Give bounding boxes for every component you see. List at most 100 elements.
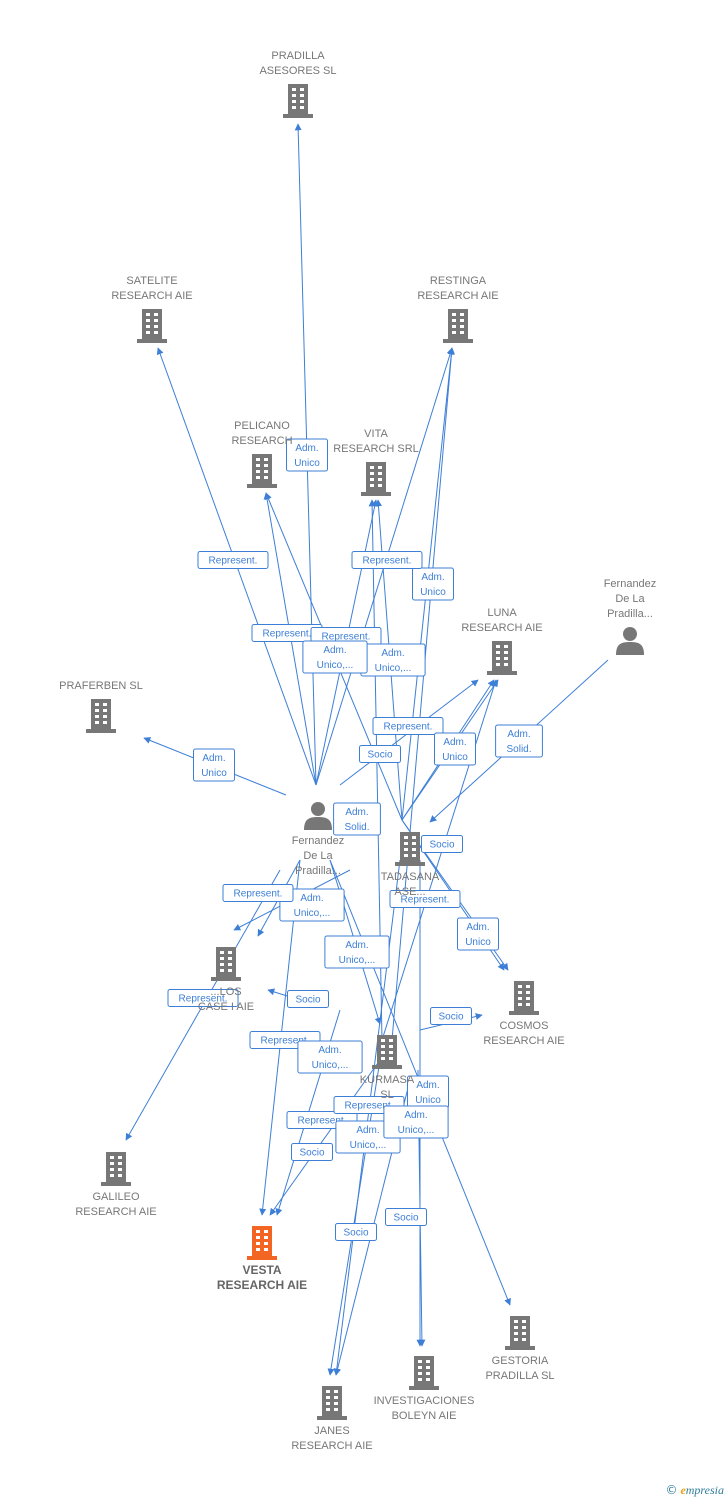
edge-label[interactable]: Adm.Solid. [333, 802, 381, 836]
edge-label-box [421, 835, 463, 853]
edge-label[interactable]: Represent. [251, 624, 323, 642]
building-icon [505, 1316, 535, 1350]
edge-label-text: Represent. [234, 889, 283, 900]
edge-label-box [287, 990, 329, 1008]
edge-label[interactable]: Represent. [167, 989, 239, 1007]
edge-label-box [302, 640, 368, 674]
node-label: RESEARCH AIE [461, 622, 542, 634]
node-label: RESEARCH AIE [417, 290, 498, 302]
node-label: RESEARCH [231, 435, 292, 447]
node-label: COSMOS [500, 1020, 549, 1032]
node-label: KURMASA [360, 1074, 415, 1086]
node-label: CASE I AIE [198, 1001, 254, 1013]
edge-label-text: Unico [442, 752, 468, 763]
node-label: JANES [314, 1425, 349, 1437]
edge-label-text: Socio [429, 840, 454, 851]
edge-label-box [359, 745, 401, 763]
edge-line [381, 679, 498, 1041]
edge-label-box [434, 732, 476, 766]
edge-label-box [291, 1143, 333, 1161]
building-icon [509, 981, 539, 1015]
node-carlos[interactable]: ...LOS CASE I AIE [198, 947, 254, 1013]
building-icon [317, 1386, 347, 1420]
edge-label[interactable]: Represent. [351, 551, 423, 569]
edge-label[interactable]: Adm.Unico,... [297, 1040, 363, 1074]
edge-label-text: Unico [294, 458, 320, 469]
edge-label-text: Unico,... [317, 660, 354, 671]
edge-label[interactable]: Adm.Unico [412, 567, 454, 601]
edge-label-text: Adm. [323, 645, 346, 656]
edge-label-text: Socio [438, 1012, 463, 1023]
edge-label[interactable]: Adm.Unico [193, 748, 235, 782]
node-praferben[interactable]: PRAFERBEN SL [59, 680, 143, 733]
edge-label[interactable]: Represent. [197, 551, 269, 569]
edge-label-text: Represent. [179, 994, 228, 1005]
edge-label-text: Adm. [318, 1045, 341, 1056]
edge-label[interactable]: Socio [430, 1007, 472, 1025]
edge-label-text: Adm. [416, 1080, 439, 1091]
edge-label-text: Socio [393, 1213, 418, 1224]
edge-label[interactable]: Socio [421, 835, 463, 853]
edge-label-text: Adm. [381, 648, 404, 659]
node-luna[interactable]: LUNA RESEARCH AIE [461, 607, 543, 675]
node-label: ASESORES SL [259, 65, 336, 77]
edge-label[interactable]: Adm.Unico,... [383, 1105, 449, 1139]
edge-label[interactable]: Socio [287, 990, 329, 1008]
edge-line [391, 347, 455, 1041]
edge-label[interactable]: Socio [359, 745, 401, 763]
edge-label[interactable]: Adm.Unico [286, 438, 328, 472]
node-label: De La [303, 850, 333, 862]
edge-label-box [430, 1007, 472, 1025]
edge-label[interactable]: Adm.Solid. [495, 724, 543, 758]
edge-label[interactable]: Adm. Unico,... [302, 640, 368, 674]
edge-label[interactable]: Adm.Unico,... [360, 643, 426, 677]
edge-label[interactable]: Adm.Unico [407, 1075, 449, 1109]
node-tadasana[interactable]: TADASANAASE... [381, 832, 440, 898]
edge-label-text: Represent. [263, 629, 312, 640]
edge-label-text: Represent. [401, 895, 450, 906]
edge-label[interactable]: Represent. [389, 890, 461, 908]
node-kurmasa[interactable]: KURMASA SL [360, 1035, 415, 1101]
edge-label-text: Socio [343, 1228, 368, 1239]
edge-label[interactable]: Adm.Unico,... [279, 888, 345, 922]
edge-label[interactable]: Adm. Unico [434, 732, 476, 766]
node-label: BOLEYN AIE [392, 1410, 457, 1422]
node-label: SL [380, 1089, 393, 1101]
edge-label[interactable]: Adm.Unico,... [324, 935, 390, 969]
edge-label-box [351, 551, 423, 569]
node-label: Fernandez [604, 578, 657, 590]
node-label: LUNA [487, 607, 517, 619]
edge-label-text: Unico [201, 768, 227, 779]
edge-label-box [383, 1105, 449, 1139]
edge-label[interactable]: Represent. [222, 884, 294, 902]
edge-label[interactable]: Socio [385, 1208, 427, 1226]
edge-label-box [279, 888, 345, 922]
building-icon [247, 1226, 277, 1260]
edge-label-text: Adm. [443, 737, 466, 748]
edge-label[interactable]: Adm.Unico [457, 917, 499, 951]
node-label: VESTA [242, 1263, 281, 1277]
edge-label[interactable]: Socio [335, 1223, 377, 1241]
edge-label[interactable]: Represent. [372, 717, 444, 735]
copyright-symbol: © [665, 1483, 678, 1497]
building-icon [101, 1152, 131, 1186]
edge-label[interactable]: Socio [291, 1143, 333, 1161]
node-label: ...LOS [210, 986, 241, 998]
edge-label-text: Solid. [506, 744, 531, 755]
edge-label-text: Adm. [356, 1125, 379, 1136]
building-icon [487, 641, 517, 675]
